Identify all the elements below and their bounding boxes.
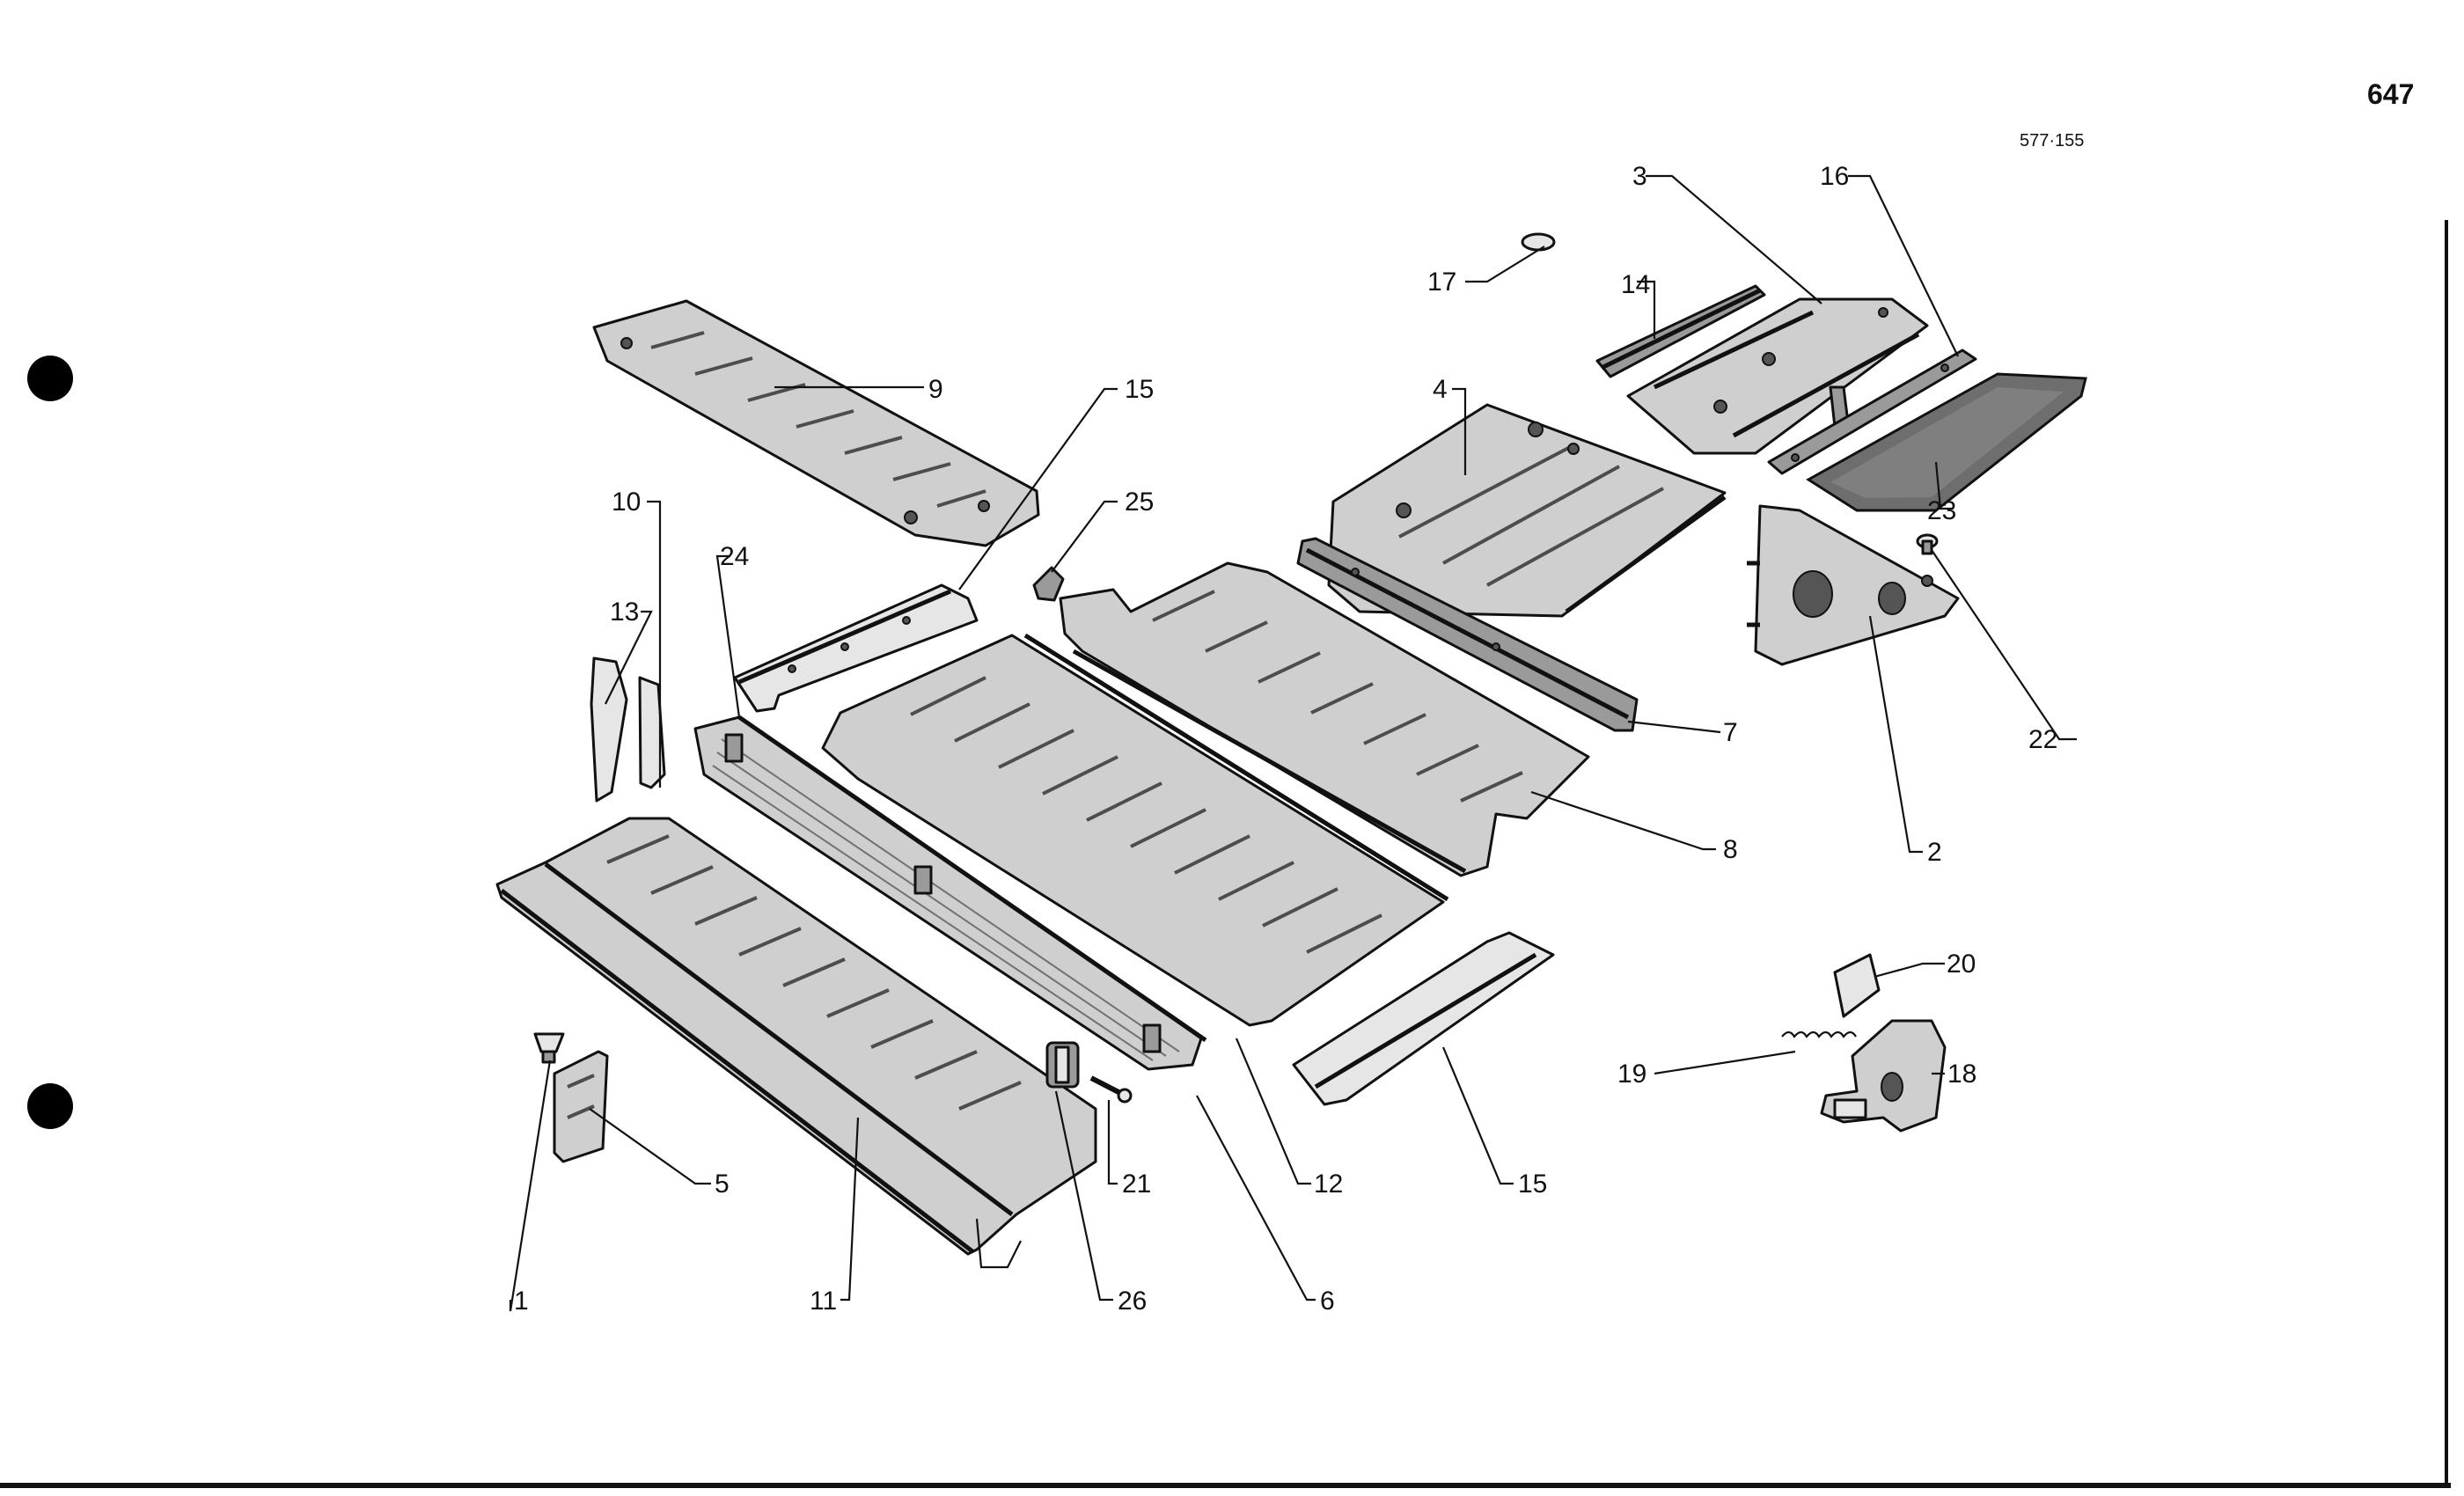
page-number: 647 (2367, 78, 2414, 110)
part-17-cap (1521, 232, 1556, 252)
label-25: 25 (1125, 488, 1154, 517)
label-15-upper: 15 (1125, 375, 1154, 404)
part-15-lower-trim (1292, 931, 1555, 1106)
label-7: 7 (1723, 718, 1738, 747)
label-13: 13 (610, 598, 639, 627)
part-4-plate (1327, 403, 1727, 618)
binder-hole-top (27, 356, 73, 401)
part-11-panel (495, 817, 1097, 1269)
part-16-strip (1767, 348, 1977, 475)
part-22-bolt (1916, 533, 1939, 555)
part-25-clip (1032, 566, 1065, 602)
part-14-rail (1595, 284, 1766, 378)
part-26-hinge (1045, 1041, 1080, 1089)
drawing-reference: 577·155 (2020, 131, 2084, 150)
part-19-spring (1781, 1030, 1857, 1038)
label-24: 24 (720, 542, 749, 571)
label-22: 22 (2028, 725, 2057, 754)
part-3-panel (1626, 297, 1929, 455)
binder-hole-bottom (27, 1083, 73, 1129)
label-8: 8 (1723, 835, 1738, 864)
label-17: 17 (1427, 268, 1456, 297)
label-19: 19 (1617, 1060, 1646, 1089)
label-20: 20 (1947, 950, 1976, 979)
part-20-plate (1833, 953, 1881, 1018)
part-23-mat (1806, 372, 2087, 512)
label-10: 10 (612, 488, 641, 517)
label-4: 4 (1433, 375, 1448, 404)
label-21: 21 (1122, 1170, 1151, 1199)
label-18: 18 (1947, 1060, 1976, 1089)
part-1-knob (533, 1032, 565, 1064)
part-13-bracket (590, 656, 628, 803)
part-9-panel (592, 299, 1040, 547)
label-16: 16 (1820, 162, 1849, 191)
label-5: 5 (715, 1170, 730, 1199)
part-7-rail (1296, 537, 1639, 732)
part-6-side-rail (693, 715, 1207, 1071)
label-11: 11 (810, 1287, 837, 1316)
part-10-bracket (638, 676, 666, 789)
label-1: 1 (514, 1287, 529, 1316)
label-6: 6 (1320, 1287, 1335, 1316)
callout-labels: 3 16 17 14 4 9 15 25 10 13 24 23 22 7 8 … (514, 162, 2057, 1316)
part-5-hinge-plate (553, 1050, 609, 1163)
label-14: 14 (1621, 270, 1650, 299)
part-15-upper-trim (733, 583, 979, 713)
part-2-bracket (1747, 504, 1960, 666)
part-12-floor (821, 633, 1449, 1027)
label-2: 2 (1927, 838, 1942, 867)
label-3: 3 (1632, 162, 1647, 191)
label-15-lower: 15 (1518, 1170, 1547, 1199)
label-26: 26 (1118, 1287, 1147, 1316)
part-21-pin (1089, 1075, 1133, 1104)
leader-lines (509, 174, 2077, 1312)
part-18-bracket (1820, 1019, 1947, 1133)
label-23: 23 (1927, 496, 1956, 525)
part-8-panel (1059, 561, 1590, 877)
label-12: 12 (1314, 1170, 1343, 1199)
label-9: 9 (928, 375, 943, 404)
